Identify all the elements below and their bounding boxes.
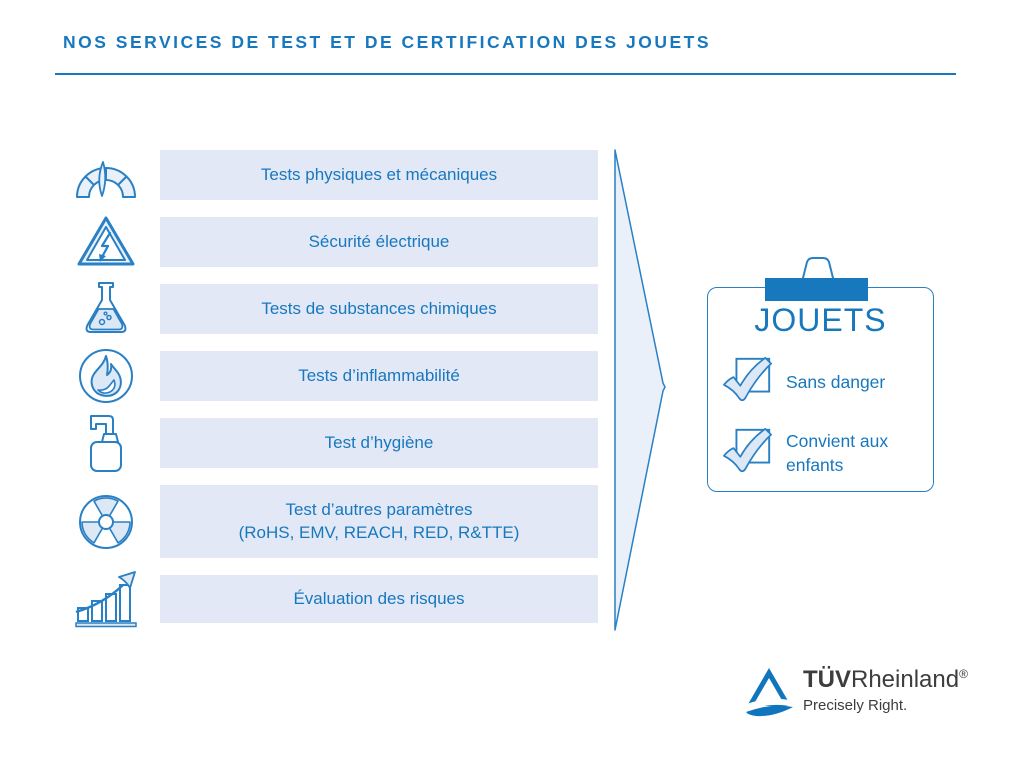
service-sublabel: (RoHS, EMV, REACH, RED, R&TTE) <box>238 522 520 542</box>
service-label: Évaluation des risques <box>293 588 465 608</box>
service-row-other-parameters: Test d’autres paramètres (RoHS, EMV, REA… <box>63 485 598 558</box>
service-row-hygiene: Test d’hygiène <box>63 415 598 472</box>
service-row-electrical: Sécurité électrique <box>63 216 598 267</box>
brand-text: TÜVRheinland® Precisely Right. <box>803 666 968 714</box>
service-bar: Sécurité électrique <box>160 217 598 267</box>
result-card: JOUETS Sans danger Convient aux enfants <box>707 287 934 492</box>
flask-icon <box>63 280 148 338</box>
radiation-icon <box>63 493 148 551</box>
brand-logo: TÜVRheinland® Precisely Right. <box>744 666 968 725</box>
service-bar: Tests d’inflammabilité <box>160 351 598 401</box>
result-item-label: Sans danger <box>786 371 886 392</box>
service-row-risk-assessment: Évaluation des risques <box>63 571 598 628</box>
registered-mark: ® <box>959 667 968 681</box>
service-bar: Test d’autres paramètres (RoHS, EMV, REA… <box>160 485 598 558</box>
page-title: NOS SERVICES DE TEST ET DE CERTIFICATION… <box>63 32 712 52</box>
service-row-physical: Tests physiques et mécaniques <box>63 150 598 200</box>
tuv-triangle-logo-icon <box>744 666 794 725</box>
service-row-chemical: Tests de substances chimiques <box>63 282 598 334</box>
growth-chart-icon <box>63 570 148 628</box>
checkmark-icon <box>722 426 774 481</box>
service-bar: Évaluation des risques <box>160 575 598 623</box>
service-label: Tests d’inflammabilité <box>298 365 460 385</box>
checkmark-icon <box>722 355 774 410</box>
service-label: Test d’autres paramètres <box>285 499 473 519</box>
flow-arrow <box>614 149 666 631</box>
brand-wordmark: TÜVRheinland® <box>803 666 968 695</box>
result-item-safe: Sans danger <box>708 355 933 410</box>
service-label: Sécurité électrique <box>308 231 450 251</box>
brand-rheinland: Rheinland <box>851 666 960 693</box>
services-list: Tests physiques et mécaniques Sécurité é… <box>63 150 598 628</box>
result-item-label: Convient aux enfants <box>786 430 889 475</box>
electric-hazard-icon <box>63 213 148 271</box>
brand-tuv: TÜV <box>803 666 851 693</box>
service-label: Tests de substances chimiques <box>261 298 497 318</box>
result-item-child-suitable: Convient aux enfants <box>708 426 933 481</box>
service-label: Tests physiques et mécaniques <box>260 164 498 184</box>
service-label: Test d’hygiène <box>324 432 434 452</box>
result-card-title: JOUETS <box>754 302 887 338</box>
brand-tagline: Precisely Right. <box>803 696 908 714</box>
soap-dispenser-icon <box>63 412 148 474</box>
service-bar: Test d’hygiène <box>160 418 598 468</box>
clipboard-clip <box>765 278 868 301</box>
service-row-flammability: Tests d’inflammabilité <box>63 349 598 403</box>
service-bar: Tests physiques et mécaniques <box>160 150 598 200</box>
clipboard-clip-loop <box>801 257 835 283</box>
service-bar: Tests de substances chimiques <box>160 284 598 334</box>
flame-icon <box>63 347 148 405</box>
title-underline <box>55 73 956 75</box>
gauge-icon <box>63 149 148 201</box>
